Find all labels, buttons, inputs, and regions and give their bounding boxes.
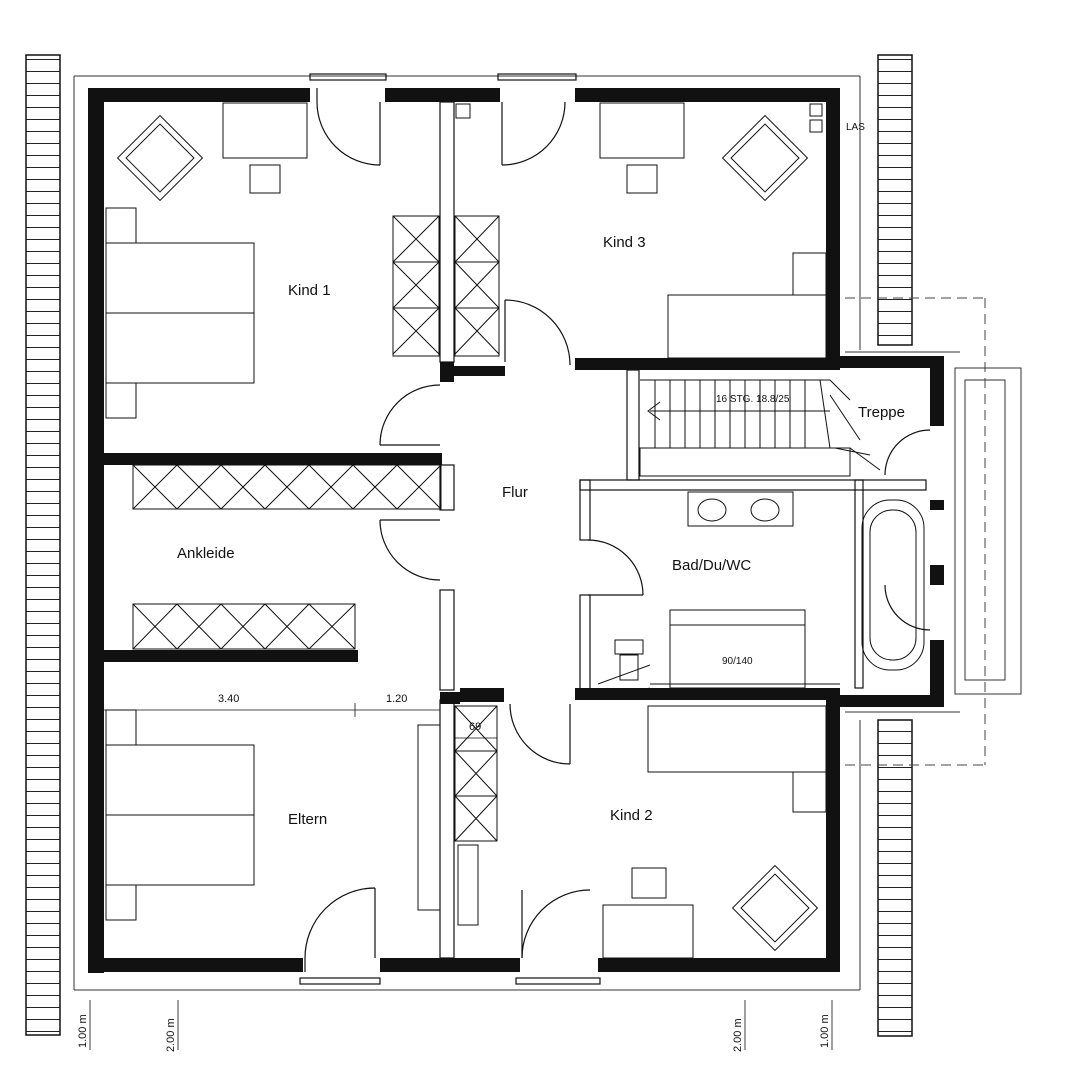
- roof-strip-left: [25, 54, 61, 1036]
- bathroom-fixtures: [597, 491, 925, 689]
- doors: [299, 73, 931, 985]
- thin-partitions: [439, 101, 927, 959]
- dimension-69: 69: [469, 721, 481, 733]
- bauseits-label-2: bauseits: [756, 687, 793, 698]
- wardrobe-hall-right: [454, 215, 500, 357]
- room-label-bad: Bad/Du/WC: [672, 557, 751, 574]
- bauseits-label-1: bauseits: [648, 687, 685, 698]
- roof-strip-right-top: [877, 54, 913, 346]
- dimension-120: 1.20: [386, 693, 407, 705]
- dimension-lines: [89, 703, 833, 1050]
- wardrobe-hall-left: [392, 215, 440, 357]
- las-label: LAS: [846, 122, 865, 133]
- wardrobe-ankleide-lower: [132, 603, 356, 650]
- outer-outline: [73, 75, 861, 991]
- room-label-kind2: Kind 2: [610, 807, 653, 824]
- wardrobe-kind2: [454, 705, 498, 842]
- room-label-flur: Flur: [502, 484, 528, 501]
- interior-walls: [104, 358, 840, 704]
- scale-right-2m: 2.00 m: [732, 1018, 744, 1052]
- wardrobe-ankleide-upper: [132, 464, 442, 510]
- dormer-balcony: [845, 351, 1022, 713]
- room-label-treppe: Treppe: [858, 404, 905, 421]
- dormer-outline: [845, 297, 986, 766]
- desk-kind2: [602, 864, 819, 959]
- scale-left-2m: 2.00 m: [165, 1018, 177, 1052]
- desk-kind1: [116, 102, 308, 202]
- bed-eltern: [105, 709, 255, 921]
- room-label-kind3: Kind 3: [603, 234, 646, 251]
- bed-kind1: [105, 207, 255, 419]
- staircase: [639, 379, 881, 477]
- shower-size-label: 90/140: [722, 656, 753, 667]
- las-symbol: [455, 103, 823, 133]
- room-label-ankleide: Ankleide: [177, 545, 235, 562]
- bed-kind3: [667, 252, 827, 359]
- roof-strip-right-bottom: [877, 719, 913, 1037]
- exterior-walls: [88, 88, 944, 973]
- dimension-340: 3.40: [218, 693, 239, 705]
- room-label-eltern: Eltern: [288, 811, 327, 828]
- desk-kind3: [599, 102, 809, 202]
- shelf-eltern: [417, 724, 479, 926]
- stair-spec-label: 16 STG. 18.8/25: [716, 394, 790, 405]
- scale-left-1m: 1.00 m: [77, 1014, 89, 1048]
- scale-right-1m: 1.00 m: [819, 1014, 831, 1048]
- room-label-kind1: Kind 1: [288, 282, 331, 299]
- bed-kind2: [647, 705, 827, 813]
